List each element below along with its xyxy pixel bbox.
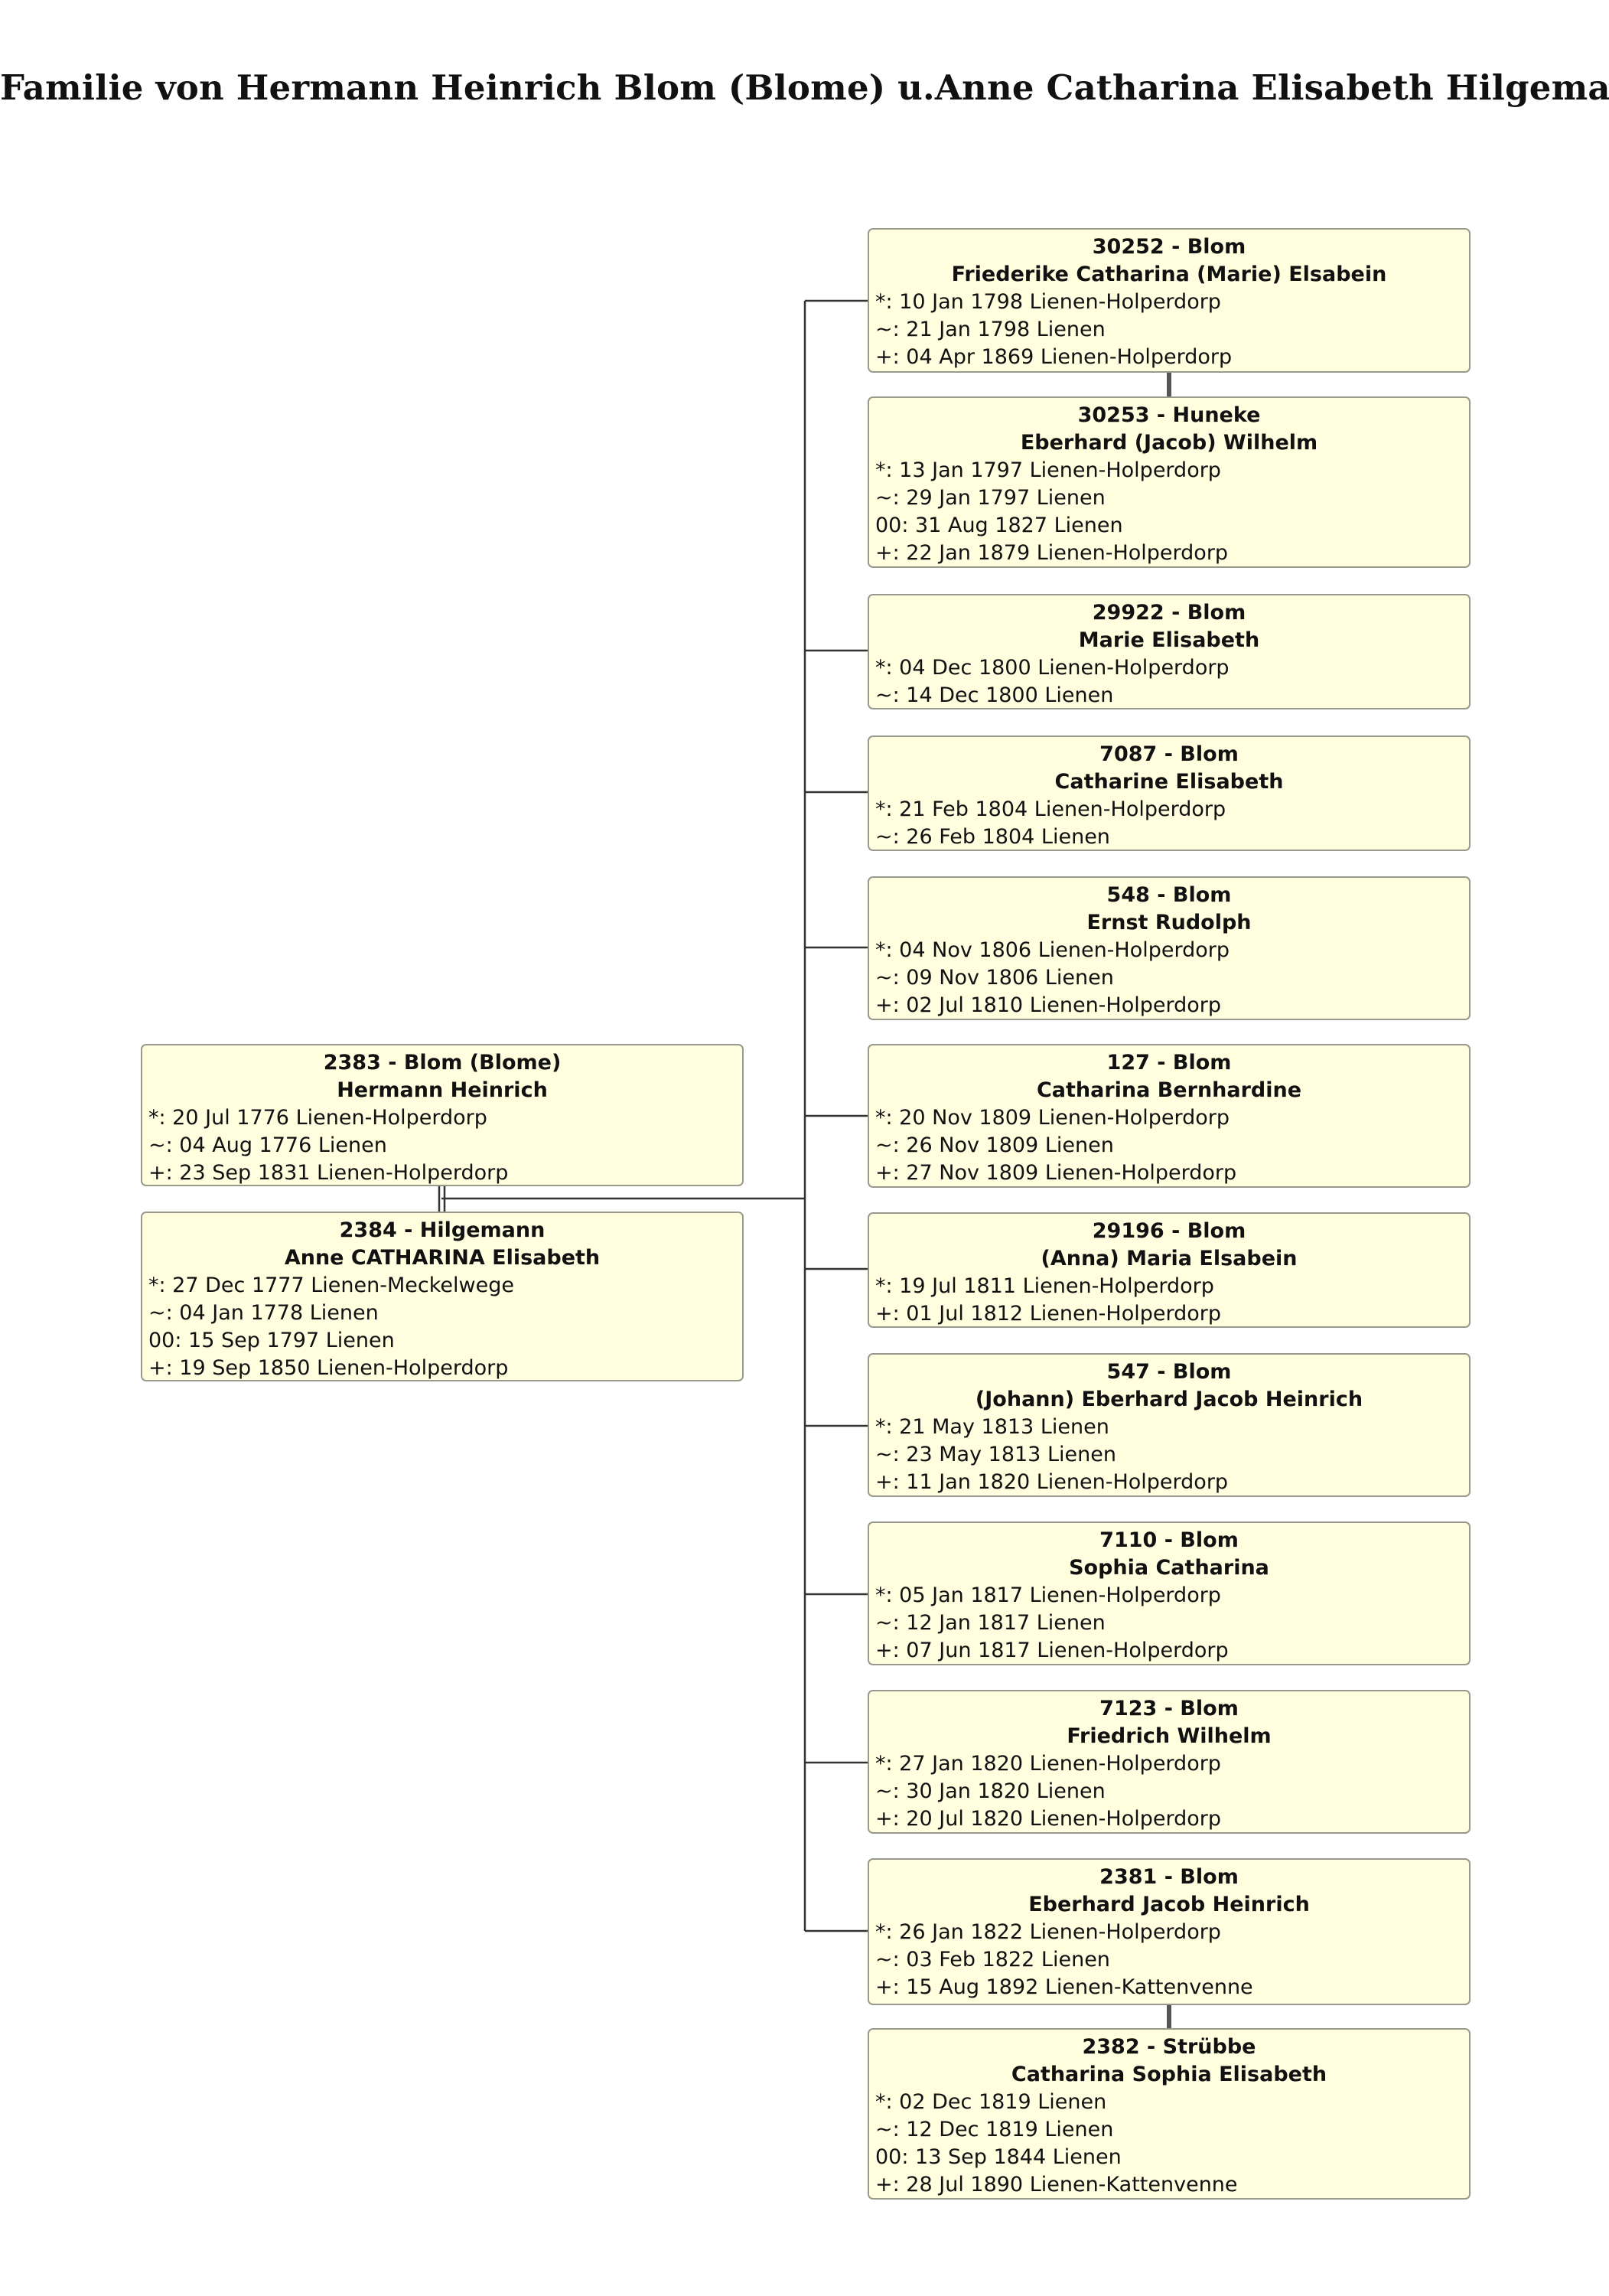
- person-id-label: 30252 - Blom: [1092, 235, 1246, 259]
- person-event: +: 28 Jul 1890 Lienen-Kattenvenne: [875, 2173, 1238, 2197]
- page-title: Familie von Hermann Heinrich Blom (Blome…: [0, 67, 1609, 108]
- person-event: +: 19 Sep 1850 Lienen-Holperdorp: [148, 1356, 509, 1380]
- person-id-label: 7123 - Blom: [1099, 1697, 1239, 1720]
- person-given-name: Ernst Rudolph: [1086, 911, 1252, 934]
- person-event: ~: 12 Jan 1817 Lienen: [875, 1611, 1106, 1635]
- person-card-547[interactable]: 547 - Blom (Johann) Eberhard Jacob Heinr…: [868, 1353, 1471, 1497]
- person-card-548[interactable]: 548 - Blom Ernst Rudolph *: 04 Nov 1806 …: [868, 876, 1471, 1020]
- person-id-label: 29922 - Blom: [1092, 601, 1246, 625]
- person-event: ~: 29 Jan 1797 Lienen: [875, 486, 1106, 510]
- person-event: *: 21 May 1813 Lienen: [875, 1415, 1109, 1439]
- person-id-label: 30253 - Huneke: [1077, 403, 1261, 427]
- person-id-label: 127 - Blom: [1106, 1051, 1232, 1075]
- person-event: *: 20 Nov 1809 Lienen-Holperdorp: [875, 1106, 1230, 1130]
- person-event: *: 19 Jul 1811 Lienen-Holperdorp: [875, 1274, 1214, 1298]
- person-event: *: 26 Jan 1822 Lienen-Holperdorp: [875, 1920, 1221, 1944]
- person-given-name: Catharina Sophia Elisabeth: [1011, 2063, 1327, 2086]
- person-event: ~: 23 May 1813 Lienen: [875, 1443, 1116, 1466]
- person-event: *: 13 Jan 1797 Lienen-Holperdorp: [875, 458, 1221, 482]
- person-event: *: 20 Jul 1776 Lienen-Holperdorp: [148, 1106, 487, 1130]
- person-event: ~: 04 Jan 1778 Lienen: [148, 1301, 379, 1325]
- person-event: *: 04 Nov 1806 Lienen-Holperdorp: [875, 938, 1230, 962]
- person-event: +: 20 Jul 1820 Lienen-Holperdorp: [875, 1807, 1222, 1831]
- person-id-label: 2381 - Blom: [1099, 1865, 1239, 1889]
- person-event: *: 02 Dec 1819 Lienen: [875, 2090, 1107, 2114]
- person-given-name: Anne CATHARINA Elisabeth: [284, 1246, 601, 1270]
- person-event: +: 22 Jan 1879 Lienen-Holperdorp: [875, 541, 1229, 565]
- person-card-7087[interactable]: 7087 - Blom Catharine Elisabeth *: 21 Fe…: [868, 735, 1471, 851]
- person-id-label: 7087 - Blom: [1099, 742, 1239, 766]
- person-event: +: 27 Nov 1809 Lienen-Holperdorp: [875, 1161, 1237, 1185]
- person-given-name: Eberhard (Jacob) Wilhelm: [1020, 431, 1318, 455]
- person-id-label: 2382 - Strübbe: [1082, 2035, 1256, 2059]
- person-event: ~: 21 Jan 1798 Lienen: [875, 318, 1106, 341]
- person-given-name: Sophia Catharina: [1069, 1556, 1269, 1580]
- person-card-30252[interactable]: 30252 - Blom Friederike Catharina (Marie…: [868, 228, 1471, 373]
- person-event: *: 05 Jan 1817 Lienen-Holperdorp: [875, 1583, 1221, 1607]
- person-given-name: (Johann) Eberhard Jacob Heinrich: [975, 1388, 1363, 1411]
- person-event: +: 02 Jul 1810 Lienen-Holperdorp: [875, 993, 1222, 1017]
- person-given-name: Catharina Bernhardine: [1036, 1078, 1302, 1102]
- person-event: +: 23 Sep 1831 Lienen-Holperdorp: [148, 1161, 509, 1185]
- person-given-name: Friederike Catharina (Marie) Elsabein: [951, 263, 1387, 286]
- person-id-label: 7110 - Blom: [1099, 1528, 1239, 1552]
- person-event: 00: 13 Sep 1844 Lienen: [875, 2145, 1122, 2169]
- person-event: *: 10 Jan 1798 Lienen-Holperdorp: [875, 290, 1221, 314]
- person-event: *: 27 Jan 1820 Lienen-Holperdorp: [875, 1752, 1221, 1776]
- person-card-2383[interactable]: 2383 - Blom (Blome) Hermann Heinrich *: …: [141, 1044, 744, 1186]
- person-given-name: Friedrich Wilhelm: [1067, 1724, 1272, 1748]
- person-id-label: 2383 - Blom (Blome): [323, 1051, 562, 1075]
- person-event: ~: 09 Nov 1806 Lienen: [875, 966, 1114, 990]
- person-card-30253[interactable]: 30253 - Huneke Eberhard (Jacob) Wilhelm …: [868, 396, 1471, 568]
- person-event: 00: 15 Sep 1797 Lienen: [148, 1329, 395, 1352]
- person-card-2382[interactable]: 2382 - Strübbe Catharina Sophia Elisabet…: [868, 2028, 1471, 2200]
- person-card-7110[interactable]: 7110 - Blom Sophia Catharina *: 05 Jan 1…: [868, 1521, 1471, 1665]
- person-event: *: 21 Feb 1804 Lienen-Holperdorp: [875, 797, 1226, 821]
- person-card-29922[interactable]: 29922 - Blom Marie Elisabeth *: 04 Dec 1…: [868, 594, 1471, 709]
- person-event: ~: 26 Nov 1809 Lienen: [875, 1133, 1114, 1157]
- person-event: +: 07 Jun 1817 Lienen-Holperdorp: [875, 1639, 1229, 1662]
- person-event: +: 01 Jul 1812 Lienen-Holperdorp: [875, 1302, 1222, 1326]
- person-event: +: 11 Jan 1820 Lienen-Holperdorp: [875, 1470, 1229, 1494]
- person-event: *: 27 Dec 1777 Lienen-Meckelwege: [148, 1274, 514, 1297]
- person-card-2381[interactable]: 2381 - Blom Eberhard Jacob Heinrich *: 2…: [868, 1858, 1471, 2005]
- person-event: ~: 26 Feb 1804 Lienen: [875, 825, 1110, 849]
- person-event: 00: 31 Aug 1827 Lienen: [875, 514, 1123, 537]
- person-card-2384[interactable]: 2384 - Hilgemann Anne CATHARINA Elisabet…: [141, 1212, 744, 1381]
- person-given-name: Marie Elisabeth: [1078, 628, 1260, 652]
- person-event: ~: 04 Aug 1776 Lienen: [148, 1133, 387, 1157]
- person-given-name: (Anna) Maria Elsabein: [1041, 1247, 1298, 1270]
- person-given-name: Hermann Heinrich: [337, 1078, 548, 1102]
- person-event: ~: 14 Dec 1800 Lienen: [875, 683, 1114, 707]
- person-event: +: 04 Apr 1869 Lienen-Holperdorp: [875, 345, 1233, 369]
- person-id-label: 2384 - Hilgemann: [339, 1218, 546, 1242]
- person-card-7123[interactable]: 7123 - Blom Friedrich Wilhelm *: 27 Jan …: [868, 1690, 1471, 1834]
- person-event: ~: 30 Jan 1820 Lienen: [875, 1779, 1106, 1803]
- person-id-label: 548 - Blom: [1106, 883, 1232, 907]
- person-given-name: Eberhard Jacob Heinrich: [1028, 1893, 1310, 1916]
- person-event: ~: 12 Dec 1819 Lienen: [875, 2118, 1114, 2141]
- person-card-29196[interactable]: 29196 - Blom (Anna) Maria Elsabein *: 19…: [868, 1212, 1471, 1328]
- person-id-label: 547 - Blom: [1106, 1360, 1232, 1384]
- person-event: *: 04 Dec 1800 Lienen-Holperdorp: [875, 656, 1230, 680]
- person-id-label: 29196 - Blom: [1092, 1219, 1246, 1243]
- person-card-127[interactable]: 127 - Blom Catharina Bernhardine *: 20 N…: [868, 1044, 1471, 1188]
- person-given-name: Catharine Elisabeth: [1054, 770, 1284, 794]
- person-event: ~: 03 Feb 1822 Lienen: [875, 1948, 1110, 1971]
- person-event: +: 15 Aug 1892 Lienen-Kattenvenne: [875, 1975, 1253, 1999]
